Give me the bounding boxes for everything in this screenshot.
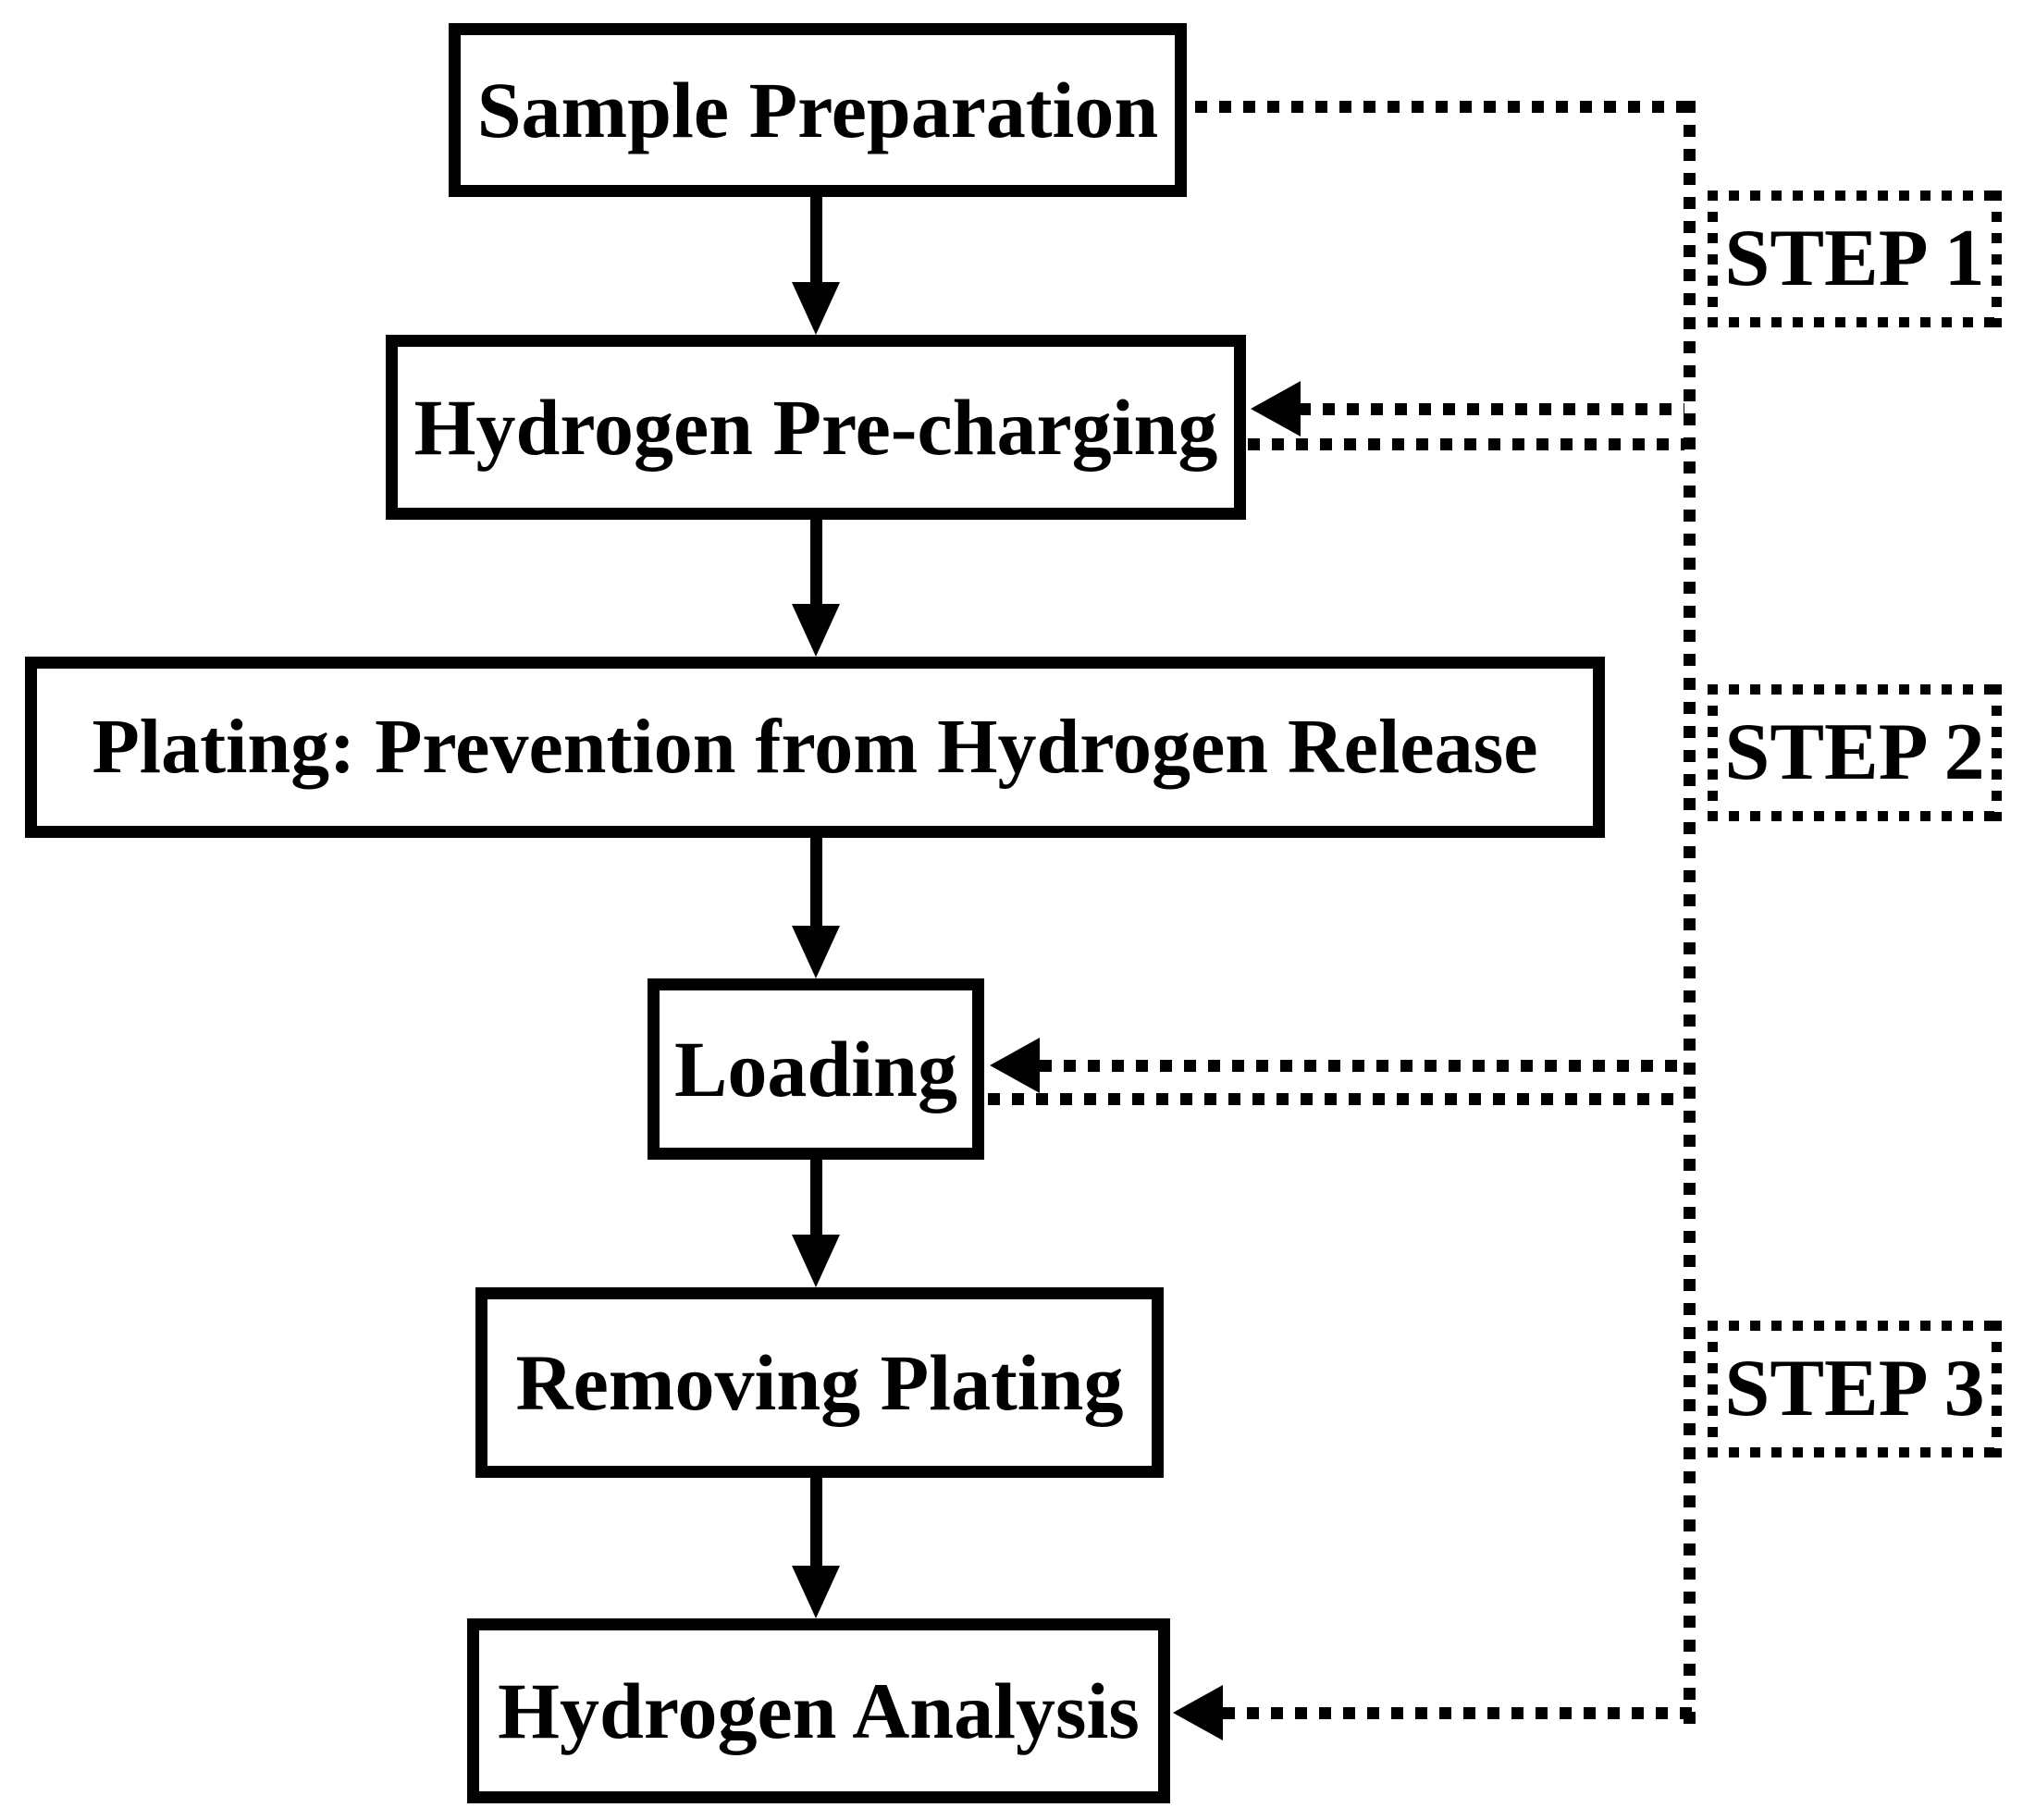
arrow-down-2-icon xyxy=(792,604,840,657)
step-3-label-box: STEP 3 xyxy=(1708,1321,2002,1457)
arrow-down-1-shaft xyxy=(810,197,822,284)
dotted-line-from-sample-preparation xyxy=(1195,101,1696,113)
arrow-down-2-shaft xyxy=(810,520,822,606)
arrow-down-4-icon xyxy=(792,1235,840,1287)
step-2-label-box: STEP 2 xyxy=(1708,684,2002,821)
dotted-line-from-hydrogen-precharging xyxy=(1248,438,1684,450)
dotted-arrowhead-hydrogen-precharging-icon xyxy=(1251,381,1301,437)
node-hydrogen-analysis: Hydrogen Analysis xyxy=(467,1618,1170,1803)
arrow-down-1-icon xyxy=(792,282,840,335)
dotted-arrowhead-hydrogen-analysis-icon xyxy=(1173,1685,1223,1740)
dotted-line-into-hydrogen-precharging xyxy=(1299,403,1684,415)
arrow-down-5-icon xyxy=(792,1566,840,1618)
arrow-down-4-shaft xyxy=(810,1160,822,1236)
dotted-vertical-rail xyxy=(1684,101,1696,1725)
node-loading: Loading xyxy=(648,978,984,1160)
arrow-down-3-icon xyxy=(792,926,840,978)
dotted-line-from-loading xyxy=(988,1093,1684,1105)
arrow-down-5-shaft xyxy=(810,1478,822,1568)
arrow-down-3-shaft xyxy=(810,838,822,928)
dotted-line-into-hydrogen-analysis xyxy=(1223,1707,1696,1719)
node-hydrogen-precharging: Hydrogen Pre-charging xyxy=(386,335,1246,520)
dotted-arrowhead-loading-icon xyxy=(990,1038,1040,1093)
node-removing-plating: Removing Plating xyxy=(475,1287,1164,1478)
dotted-line-into-loading xyxy=(1040,1060,1684,1072)
node-sample-preparation: Sample Preparation xyxy=(449,23,1187,197)
node-plating-prevention: Plating: Prevention from Hydrogen Releas… xyxy=(25,657,1605,838)
step-1-label-box: STEP 1 xyxy=(1708,191,2002,327)
